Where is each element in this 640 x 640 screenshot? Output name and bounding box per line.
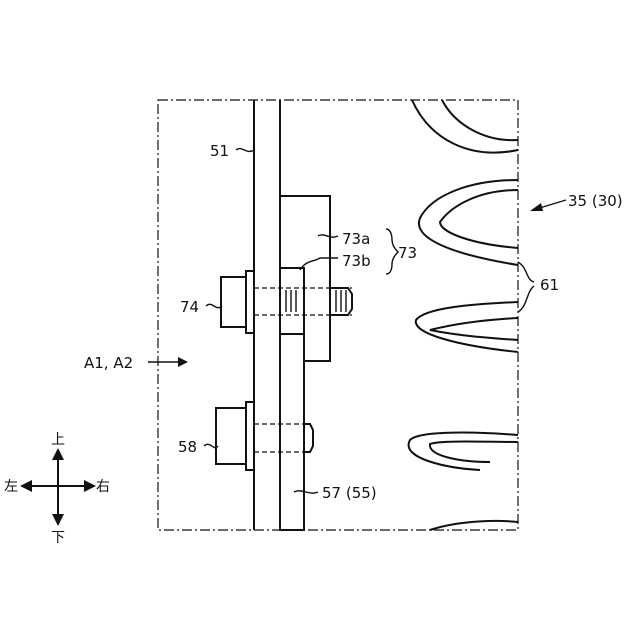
label-73: 73 <box>398 244 417 262</box>
bolt-58-head <box>216 402 254 470</box>
label-35: 35 (30) <box>568 192 623 210</box>
spring-61 <box>409 100 518 530</box>
label-57: 57 (55) <box>322 484 377 502</box>
label-view-a: A1, A2 <box>84 354 133 372</box>
label-51: 51 <box>210 142 229 160</box>
arrow-a1-a2 <box>148 357 188 367</box>
direction-up-label: 上 <box>51 432 65 448</box>
arrow-35 <box>530 200 566 211</box>
label-73a: 73a <box>342 230 370 248</box>
label-58: 58 <box>178 438 197 456</box>
member-73b <box>280 268 304 334</box>
direction-down-label: 下 <box>51 530 65 546</box>
member-57 <box>280 330 304 530</box>
direction-left-label: 左 <box>4 479 18 495</box>
label-74: 74 <box>180 298 199 316</box>
direction-right-label: 右 <box>96 479 110 495</box>
label-61: 61 <box>540 276 559 294</box>
direction-compass <box>20 448 96 526</box>
label-73b: 73b <box>342 252 371 270</box>
bolt-74-head <box>221 271 254 333</box>
